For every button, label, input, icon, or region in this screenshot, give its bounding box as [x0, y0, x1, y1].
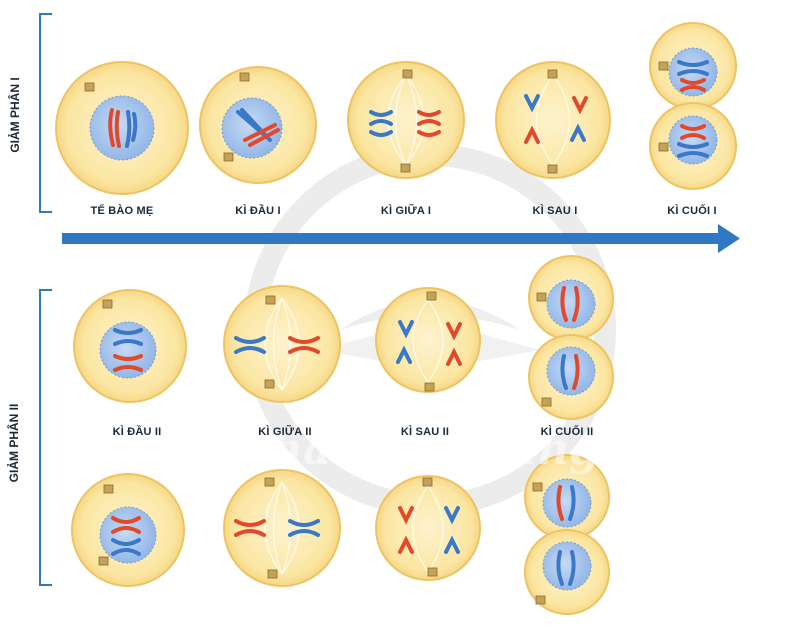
label-anaphase-1: KÌ SAU I: [532, 205, 578, 217]
mother-cell: [55, 61, 189, 195]
label-metaphase-2: KÌ GIỮA II: [258, 426, 312, 438]
anaphase-2-cell-a: [375, 287, 481, 393]
anaphase-2-cell-b: [375, 475, 481, 581]
prophase-1-cell: [199, 66, 317, 184]
progress-arrow: [62, 224, 740, 253]
meiosis-1-label: GIẢM PHÂN I: [8, 77, 22, 153]
watermark-text: Chân trời sáng tạo: [236, 424, 694, 475]
meiosis-2-bracket: [39, 289, 52, 586]
meiosis-1-bracket: [39, 13, 52, 213]
telophase-2-cells-a: [528, 255, 614, 420]
metaphase-2-cell-a: [223, 285, 341, 403]
label-telophase-1: KÌ CUỐI I: [667, 205, 717, 217]
prophase-2-cell-a: [73, 289, 187, 403]
meiosis-2-label: GIẢM PHÂN II: [7, 403, 21, 483]
metaphase-2-cell-b: [223, 469, 341, 587]
label-prophase-2: KÌ ĐẦU II: [112, 426, 162, 438]
label-telophase-2: KÌ CUỐI II: [540, 426, 594, 438]
label-prophase-1: KÌ ĐẦU I: [235, 205, 281, 217]
label-metaphase-1: KÌ GIỮA I: [380, 205, 432, 217]
label-mother-cell: TẾ BÀO MẸ: [90, 205, 154, 217]
metaphase-1-cell: [347, 61, 465, 179]
telophase-1-cells: [649, 22, 737, 190]
anaphase-1-cell: [495, 61, 611, 179]
label-anaphase-2: KÌ SAU II: [400, 426, 450, 438]
prophase-2-cell-b: [71, 473, 185, 587]
telophase-2-cells-b: [524, 454, 610, 615]
